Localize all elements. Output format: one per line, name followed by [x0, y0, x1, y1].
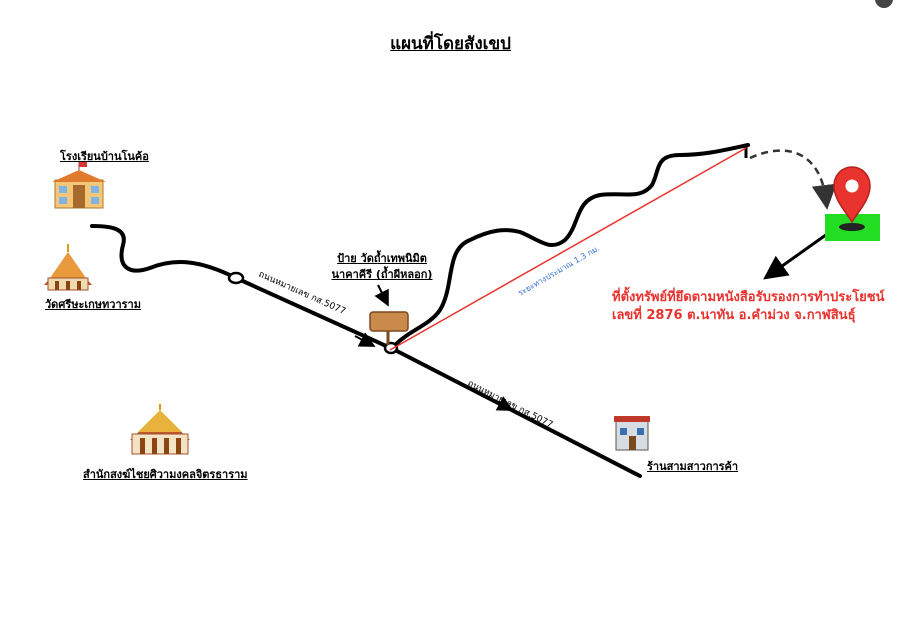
property-note-line-2: เลขที่ 2876 ต.นาทัน อ.คำม่วง จ.กาฬสินธุ์ — [612, 308, 856, 323]
shop-label: ร้านสามสาวการค้า — [647, 460, 739, 473]
side-road — [90, 224, 238, 280]
sign-arrow — [374, 284, 389, 307]
road-arrow-2 — [495, 396, 514, 411]
road-junction — [227, 271, 245, 285]
dashed-arrow — [749, 149, 837, 210]
junction-circle — [383, 341, 399, 355]
corner-mark — [875, 0, 893, 8]
pin-hole — [845, 179, 859, 193]
school-building-icon — [52, 162, 106, 209]
distance-line — [389, 147, 747, 351]
location-pin-icon — [833, 166, 871, 224]
property-note: ที่ตั้งทรัพย์ที่ยึดตามหนังสือรับรองการทำ… — [612, 289, 885, 325]
road-arrow-1 — [354, 332, 376, 347]
temple-1-label: วัดศรีษะเกษทวาราม — [45, 298, 141, 311]
school-label: โรงเรียนบ้านโนค้อ — [60, 150, 149, 163]
mountain-road — [393, 143, 750, 347]
temple-icon — [130, 404, 190, 455]
wooden-sign-icon — [369, 311, 409, 345]
note-arrow — [763, 230, 831, 280]
property-marker — [825, 166, 880, 241]
temple-2-label: สำนักสงฆ์ไชยศิวามงคลจิตรธาราม — [83, 468, 248, 481]
main-road — [234, 276, 642, 478]
property-note-line-1: ที่ตั้งทรัพย์ที่ยึดตามหนังสือรับรองการทำ… — [612, 290, 885, 305]
shop-icon — [614, 416, 650, 451]
road-label-2: ถนนหมายเลข กส.5077 — [466, 379, 555, 431]
sign-label-1: ป้าย วัดถ้ำเทพนิมิต — [337, 252, 427, 265]
map-title: แผนที่โดยสังเขป — [390, 34, 511, 54]
temple-icon — [44, 244, 92, 291]
pin-base — [839, 223, 865, 231]
sign-label-2: นาคาคีรี (ถ้ำผีหลอก) — [331, 268, 433, 281]
